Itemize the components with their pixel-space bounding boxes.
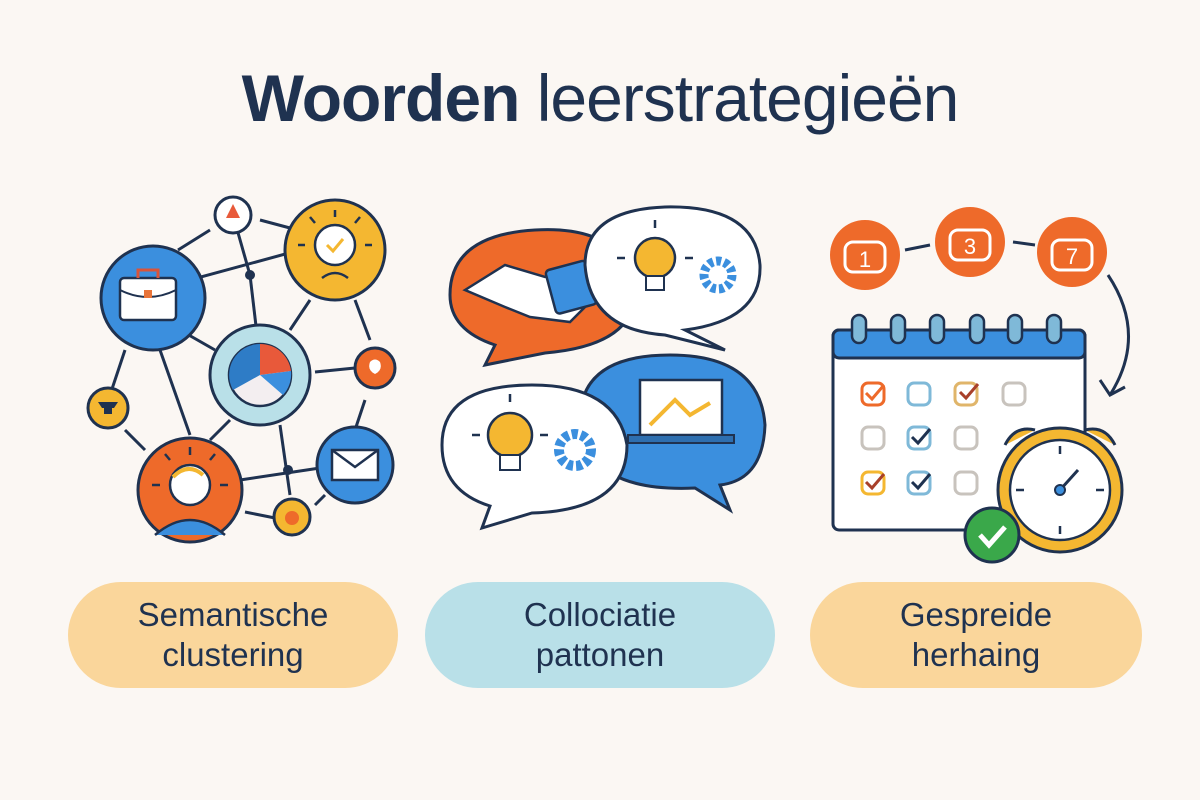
spaced-repetition-illustration: 1 3 7 <box>830 207 1130 564</box>
semantic-network-illustration <box>86 195 397 544</box>
svg-text:3: 3 <box>964 234 976 259</box>
page-title: Woorden leerstrategieën <box>0 60 1200 136</box>
gear-icon <box>554 429 596 471</box>
step-7: 7 <box>1037 217 1107 287</box>
svg-text:1: 1 <box>859 247 871 272</box>
envelope-icon <box>315 425 395 505</box>
label-line: Collociatie <box>523 596 677 633</box>
idea-bubble-top <box>583 205 762 352</box>
label-line: herhaing <box>911 636 1041 673</box>
lightbulb-icon <box>283 198 387 302</box>
person-idea-icon <box>136 436 244 544</box>
gear-icon <box>699 256 737 294</box>
title-bold: Woorden <box>241 61 521 135</box>
alarm-clock-icon <box>996 426 1124 554</box>
flame-icon <box>272 497 312 537</box>
collocation-illustration <box>440 205 767 531</box>
briefcase-icon <box>99 244 207 352</box>
idea-bubble-bottom <box>440 383 629 531</box>
lightbulb-icon <box>633 236 677 280</box>
svg-text:7: 7 <box>1066 244 1078 269</box>
pie-chart-icon <box>208 323 312 427</box>
label-line: clustering <box>162 636 304 673</box>
step-1: 1 <box>830 220 900 290</box>
anvil-icon <box>86 386 130 430</box>
arrow-icon <box>1106 274 1130 396</box>
label-line: Semantische <box>137 596 329 633</box>
title-light: leerstrategieën <box>536 61 960 135</box>
label-line: pattonen <box>535 636 665 673</box>
laptop-bubble <box>578 353 767 514</box>
label-line: Gespreide <box>899 596 1053 633</box>
step-3: 3 <box>935 207 1005 277</box>
check-circle-icon <box>963 506 1021 564</box>
lightbulb-icon <box>486 411 534 459</box>
